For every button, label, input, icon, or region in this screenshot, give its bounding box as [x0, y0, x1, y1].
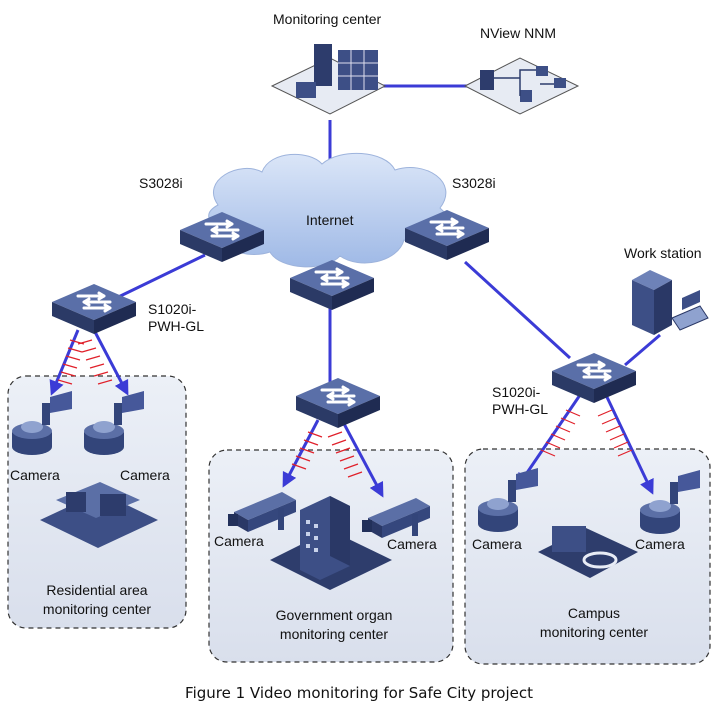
s1020i-right-switch-icon: [550, 351, 638, 405]
campus-label-line1: Campus: [568, 605, 620, 621]
residential-camera-left-label: Camera: [10, 467, 60, 483]
work-station-icon: [632, 270, 709, 335]
government-camera-right-label: Camera: [387, 536, 437, 552]
residential-camera-right-label: Camera: [120, 467, 170, 483]
s3028i-left-label: S3028i: [139, 175, 183, 191]
nview-nnm-label: NView NNM: [480, 25, 556, 41]
work-station-label: Work station: [624, 245, 702, 261]
core-switch-icon: [288, 258, 376, 312]
s1020i-left-label-line1: S1020i-: [148, 301, 197, 317]
wireless-links: [49, 329, 654, 498]
s3028i-right-label: S3028i: [452, 175, 496, 191]
campus-camera-right-label: Camera: [635, 536, 685, 552]
government-label-line2: monitoring center: [280, 626, 389, 642]
monitoring-center-label: Monitoring center: [273, 11, 382, 27]
network-links: [107, 84, 661, 385]
nview-nnm-icon: [463, 57, 580, 115]
s1020i-right-label-line1: S1020i-: [492, 384, 541, 400]
s1020i-left-switch-icon: [50, 282, 138, 336]
residential-label-line2: monitoring center: [43, 601, 152, 617]
network-diagram: Monitoring center NView NNM Internet S30…: [7, 11, 711, 665]
s1020i-right-label-line2: PWH-GL: [492, 401, 548, 417]
figure-caption: Figure 1 Video monitoring for Safe City …: [185, 684, 533, 702]
campus-label-line2: monitoring center: [540, 624, 649, 640]
monitoring-center-icon: [270, 44, 387, 115]
government-switch-icon: [294, 376, 382, 430]
s1020i-left-label-line2: PWH-GL: [148, 318, 204, 334]
government-camera-left-label: Camera: [214, 533, 264, 549]
residential-label-line1: Residential area: [46, 582, 147, 598]
campus-camera-left-label: Camera: [472, 536, 522, 552]
residential-building-icon: [40, 482, 158, 548]
internet-label: Internet: [306, 212, 354, 228]
campus-building-icon: [538, 526, 638, 578]
government-label-line1: Government organ: [276, 607, 393, 623]
government-building-icon: [270, 496, 392, 590]
